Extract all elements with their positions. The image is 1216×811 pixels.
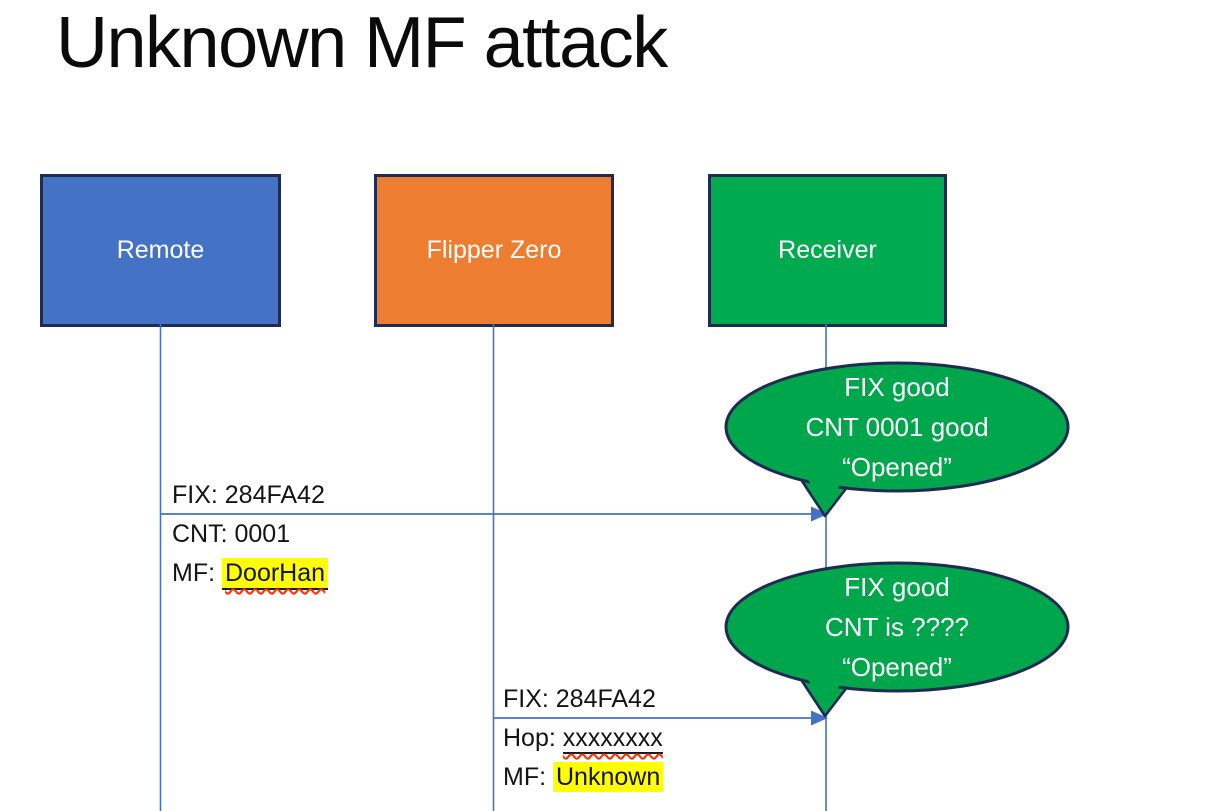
misspelled-word-wrap: DoorHan [222, 558, 329, 590]
speech-bubble-icon [724, 361, 1070, 518]
message-2-mf-label: MF: Unknown [503, 762, 664, 792]
callout-line: FIX good [844, 572, 950, 602]
mf-value-unknown: Unknown [553, 762, 664, 792]
cnt-value: 0001 [234, 520, 291, 548]
slide-title: Unknown MF attack [56, 3, 668, 83]
actor-label-receiver: Receiver [778, 236, 877, 264]
callout-1-text: FIX good CNT 0001 good “Opened” [710, 360, 1084, 494]
mf-prefix: MF: [172, 559, 222, 587]
cnt-prefix: CNT: [172, 520, 235, 548]
callout-receiver-2: FIX good CNT is ???? “Opened” [700, 560, 1080, 730]
actor-label-remote: Remote [116, 236, 205, 264]
hop-value-xxxxxxxx: xxxxxxxx [562, 724, 663, 754]
mf-prefix: MF: [503, 763, 553, 791]
message-1-fix-label: FIX: 284FA42 [172, 481, 325, 509]
callout-line: “Opened” [842, 452, 952, 482]
message-2-hop-label: Hop: xxxxxxxx [503, 724, 663, 754]
message-2-arrowhead-icon [811, 710, 828, 726]
hop-prefix: Hop: [503, 724, 563, 752]
speech-bubble-icon [724, 561, 1070, 718]
callout-line: CNT is ???? [824, 612, 970, 642]
mf-value-doorhan: DoorHan [222, 558, 329, 590]
actor-box-receiver: Receiver [708, 174, 947, 327]
callout-2-text: FIX good CNT is ???? “Opened” [710, 560, 1084, 694]
callout-line: “Opened” [842, 652, 952, 682]
actor-label-flipper-zero: Flipper Zero [426, 236, 562, 264]
callout-receiver-1: FIX good CNT 0001 good “Opened” [700, 360, 1080, 530]
message-1-mf-label: MF: DoorHan [172, 558, 329, 590]
message-1-cnt-label: CNT: 0001 [172, 520, 290, 549]
callout-line: FIX good [844, 372, 950, 402]
misspelled-word-wrap: xxxxxxxx [562, 724, 663, 754]
callout-line: CNT 0001 good [805, 412, 989, 442]
message-1-arrowhead-icon [811, 506, 828, 522]
actor-box-flipper-zero: Flipper Zero [374, 174, 614, 327]
message-2-fix-label: FIX: 284FA42 [503, 685, 656, 713]
